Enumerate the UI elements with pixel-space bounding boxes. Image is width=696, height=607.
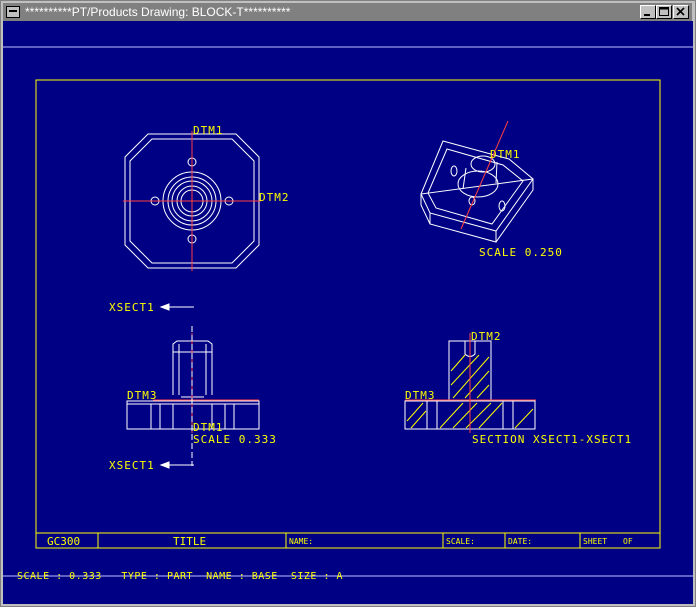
xsect-cut-line [159,303,194,469]
title-bar[interactable]: **********PT/Products Drawing: BLOCK-T**… [3,3,692,21]
close-icon [676,7,685,16]
window-menu-icon[interactable] [6,6,20,18]
front-view-dtm1-label: DTM1 [193,421,224,434]
iso-view[interactable] [420,120,534,243]
front-view-scale-label: SCALE 0.333 [193,433,277,446]
section-view-dtm3-label: DTM3 [405,389,436,402]
xsect-top-label: XSECT1 [109,301,155,314]
drawing-svg: DTM1 DTM2 DTM1 SCALE 0.250 [3,46,693,577]
title-block: GC300 TITLE NAME: SCALE: DATE: SHEET OF [35,532,661,549]
minimize-button[interactable] [640,5,656,19]
top-view[interactable] [123,131,261,271]
title-block-code: GC300 [47,535,80,548]
section-view-dtm2-label: DTM2 [471,330,502,343]
window-title: **********PT/Products Drawing: BLOCK-T**… [25,5,291,19]
status-bar: SCALE : 0.333 TYPE : PART NAME : BASE SI… [17,571,344,582]
title-block-scale: SCALE: [446,537,475,546]
title-block-name: NAME: [289,537,313,546]
front-view-dtm3-label: DTM3 [127,389,158,402]
title-block-sheet: SHEET [583,537,607,546]
top-view-dtm1-label: DTM1 [193,124,224,137]
front-view[interactable] [126,333,260,433]
top-view-dtm2-label: DTM2 [259,191,290,204]
close-button[interactable] [673,5,689,19]
drawing-canvas[interactable]: DTM1 DTM2 DTM1 SCALE 0.250 [3,21,693,604]
iso-view-dtm1-label: DTM1 [490,148,521,161]
title-block-date: DATE: [508,537,532,546]
iso-view-scale-label: SCALE 0.250 [479,246,563,259]
title-block-of: OF [623,537,633,546]
maximize-icon [659,7,669,16]
title-block-title: TITLE [173,535,206,548]
maximize-button[interactable] [656,5,672,19]
sheet-border [35,79,661,549]
section-view-label: SECTION XSECT1-XSECT1 [472,433,632,446]
minimize-icon [644,14,650,16]
xsect-bottom-label: XSECT1 [109,459,155,472]
